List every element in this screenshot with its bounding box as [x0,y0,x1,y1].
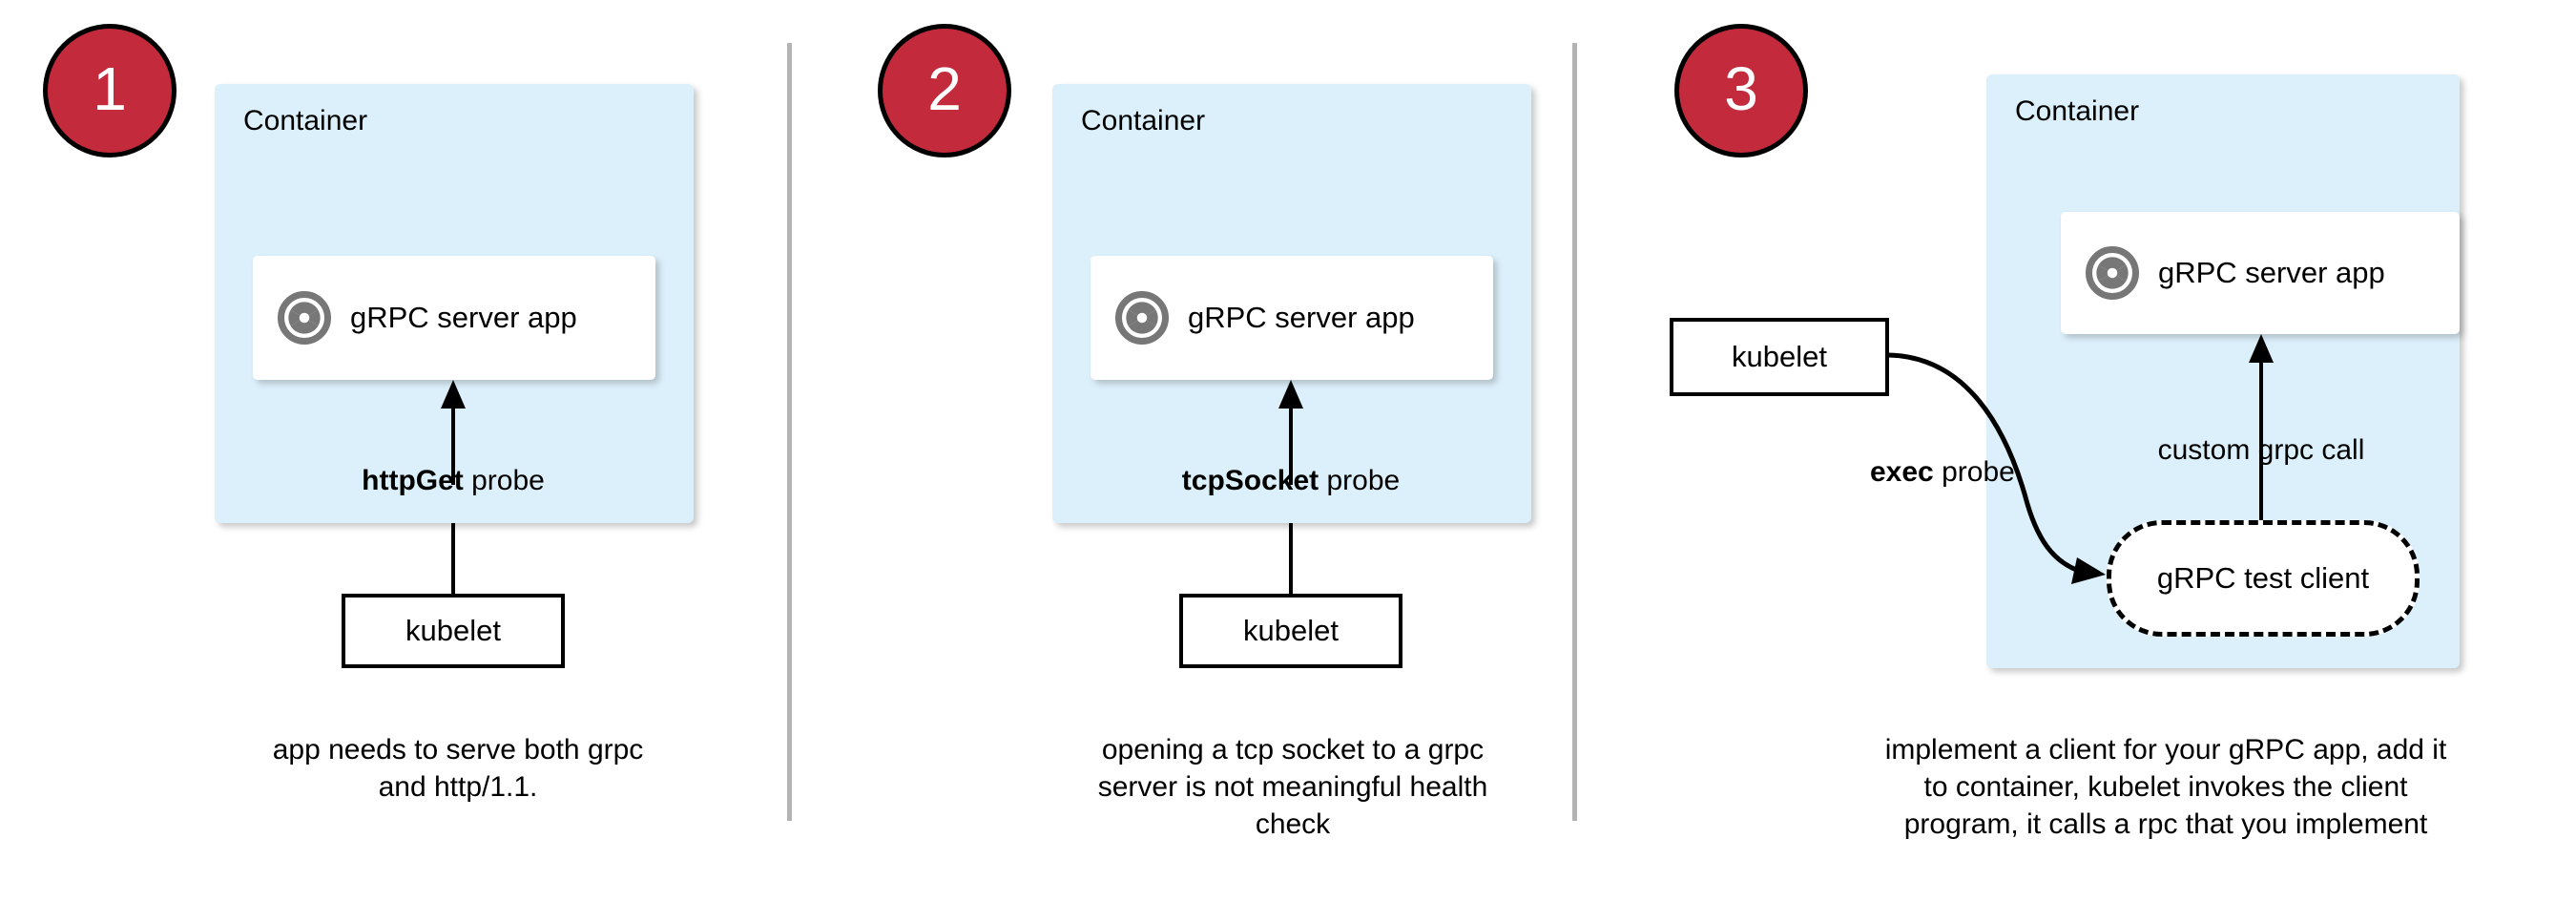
caption-3-line-1: implement a client for your gRPC app, ad… [1884,734,2447,766]
probe-label-1-rest: probe [463,465,545,496]
probe-label-1: httpGet probe [262,465,644,497]
grpc-server-app-card-3: gRPC server app [2061,212,2460,334]
grpc-server-app-label-1: gRPC server app [350,301,577,334]
step-badge-1-number: 1 [93,54,127,123]
arrow-tcpsocket-to-app [1278,380,1303,485]
panel-divider-2 [1572,43,1577,821]
kubelet-label-1: kubelet [405,614,501,647]
connector-kubelet-to-container-1 [451,523,455,596]
arrow-httpget-to-app [441,380,466,485]
caption-1-line-2: and http/1.1. [378,771,538,803]
grpc-server-app-label-3: gRPC server app [2158,256,2385,289]
kubelet-label-2: kubelet [1243,614,1339,647]
grpc-test-client-label: gRPC test client [2156,561,2370,595]
grpc-server-app-label-2: gRPC server app [1188,301,1415,334]
caption-1-line-1: app needs to serve both grpc [272,734,644,766]
custom-grpc-call-text: custom grpc call [2157,434,2365,466]
caption-3: implement a client for your gRPC app, ad… [1832,731,2500,843]
caption-3-line-2: to container, kubelet invokes the client [1923,771,2408,803]
panel-divider-1 [787,43,792,821]
step-badge-3: 3 [1674,24,1808,157]
grpc-test-client-box: gRPC test client [2107,520,2420,637]
caption-2: opening a tcp socket to a grpc server is… [1049,731,1536,843]
arrow-exec-probe-curve [1888,352,2106,584]
probe-label-3: exec probe [1870,456,2128,489]
kubelet-box-1: kubelet [342,594,565,668]
grpc-server-app-card-1: gRPC server app [253,256,655,380]
kubelet-label-3: kubelet [1732,340,1827,373]
arrow-custom-grpc-call [2249,334,2274,525]
probe-label-2-rest: probe [1319,465,1401,496]
kubelet-box-3: kubelet [1670,318,1889,396]
step-badge-2: 2 [878,24,1011,157]
grpc-aperture-icon [2086,246,2139,300]
probe-label-2-bold: tcpSocket [1181,465,1319,496]
step-badge-3-number: 3 [1724,54,1758,123]
custom-grpc-call-label: custom grpc call [2080,434,2442,467]
caption-2-line-2: server is not meaningful health [1097,771,1488,803]
probe-label-3-bold: exec [1870,456,1934,488]
caption-2-line-1: opening a tcp socket to a grpc [1101,734,1485,766]
probe-label-2: tcpSocket probe [1100,465,1482,497]
connector-kubelet-to-container-2 [1289,523,1293,596]
step-badge-2-number: 2 [927,54,962,123]
caption-2-line-3: check [1255,808,1331,840]
grpc-aperture-icon [1115,291,1169,345]
probe-label-3-rest: probe [1933,456,2015,488]
step-badge-1: 1 [43,24,177,157]
grpc-server-app-card-2: gRPC server app [1091,256,1493,380]
grpc-aperture-icon [278,291,331,345]
container-label-3: Container [2015,95,2140,127]
caption-3-line-3: program, it calls a rpc that you impleme… [1903,808,2428,840]
container-label-1: Container [243,105,368,136]
container-label-2: Container [1081,105,1206,136]
probe-label-1-bold: httpGet [362,465,464,496]
caption-1: app needs to serve both grpc and http/1.… [219,731,696,806]
kubelet-box-2: kubelet [1179,594,1402,668]
